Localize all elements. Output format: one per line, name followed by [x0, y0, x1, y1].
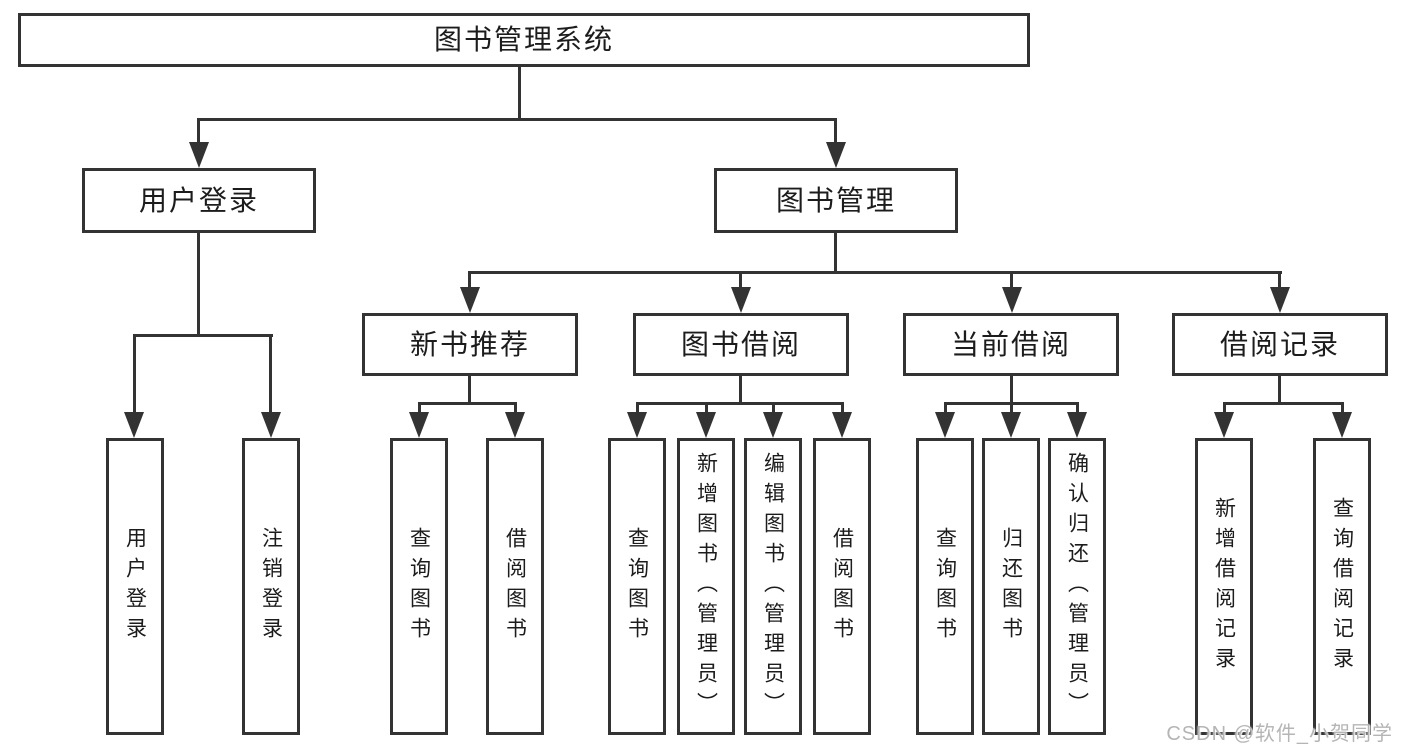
arrowhead-leaf-logout-icon	[261, 412, 281, 438]
leaf-edit-book-admin-label: 编辑图书（管理员）	[761, 451, 785, 722]
connector-drop-leaf-logout	[269, 334, 272, 414]
connector-new-book-hbar	[418, 402, 517, 405]
leaf-add-book-admin-label: 新增图书（管理员）	[694, 451, 718, 722]
connector-borrow-records-stub	[1278, 376, 1281, 404]
leaf-user-login: 用户登录	[106, 438, 164, 735]
leaf-return-book: 归还图书	[982, 438, 1040, 735]
leaf-query-books-3-label: 查询图书	[933, 526, 957, 647]
connector-drop-query-books-1	[418, 402, 421, 414]
connector-drop-edit-book	[772, 402, 775, 414]
connector-drop-current-borrow	[1010, 271, 1013, 289]
arrowhead-leaf-user-login-icon	[124, 412, 144, 438]
arrowhead-new-book-icon	[460, 287, 480, 313]
arrowhead-add-record-icon	[1214, 412, 1234, 438]
leaf-confirm-return-admin: 确认归还（管理员）	[1048, 438, 1106, 735]
leaf-query-borrow-record: 查询借阅记录	[1313, 438, 1371, 735]
leaf-borrow-books-1: 借阅图书	[486, 438, 544, 735]
csdn-watermark: CSDN @软件_小贺同学	[1166, 723, 1393, 745]
connector-drop-query-books-2	[636, 402, 639, 414]
node-book-borrow-label: 图书借阅	[680, 328, 801, 360]
node-library-system: 图书管理系统	[18, 13, 1030, 67]
leaf-query-books-1-label: 查询图书	[407, 526, 431, 647]
leaf-query-books-2-label: 查询图书	[625, 526, 649, 647]
arrowhead-book-management-icon	[826, 142, 846, 168]
arrowhead-borrow-records-icon	[1270, 287, 1290, 313]
connector-borrow-records-hbar	[1223, 402, 1344, 405]
connector-drop-confirm-return	[1076, 402, 1079, 414]
leaf-borrow-books-2: 借阅图书	[813, 438, 871, 735]
leaf-add-book-admin: 新增图书（管理员）	[677, 438, 735, 735]
arrowhead-current-borrow-icon	[1002, 287, 1022, 313]
arrowhead-book-borrow-icon	[731, 287, 751, 313]
leaf-logout: 注销登录	[242, 438, 300, 735]
leaf-confirm-return-admin-label: 确认归还（管理员）	[1065, 451, 1089, 722]
arrowhead-borrow-books-2-icon	[832, 412, 852, 438]
connector-drop-leaf-user-login	[133, 334, 136, 414]
node-library-system-label: 图书管理系统	[433, 24, 614, 55]
node-book-management-label: 图书管理	[775, 184, 896, 216]
node-book-borrow: 图书借阅	[633, 313, 849, 376]
arrowhead-query-books-1-icon	[409, 412, 429, 438]
connector-drop-borrow-books-2	[841, 402, 844, 414]
arrowhead-return-book-icon	[1001, 412, 1021, 438]
connector-drop-add-record	[1223, 402, 1226, 414]
connector-user-login-hbar	[133, 334, 273, 337]
arrowhead-add-book-icon	[696, 412, 716, 438]
node-new-book-recommend: 新书推荐	[362, 313, 578, 376]
connector-book-management-stub	[834, 233, 837, 273]
connector-drop-borrow-records	[1278, 271, 1281, 289]
connector-root-stub	[518, 67, 521, 120]
arrowhead-confirm-return-icon	[1067, 412, 1087, 438]
connector-drop-query-books-3	[944, 402, 947, 414]
leaf-add-borrow-record-label: 新增借阅记录	[1212, 496, 1236, 677]
arrowhead-query-books-3-icon	[935, 412, 955, 438]
leaf-return-book-label: 归还图书	[999, 526, 1023, 647]
connector-current-borrow-stub	[1010, 376, 1013, 404]
leaf-borrow-books-2-label: 借阅图书	[830, 526, 854, 647]
connector-drop-new-book	[468, 271, 471, 289]
connector-drop-query-record	[1341, 402, 1344, 414]
connector-drop-add-book	[705, 402, 708, 414]
leaf-query-books-1: 查询图书	[390, 438, 448, 735]
node-user-login-label: 用户登录	[138, 184, 259, 216]
connector-drop-book-borrow	[739, 271, 742, 289]
leaf-add-borrow-record: 新增借阅记录	[1195, 438, 1253, 735]
leaf-user-login-label: 用户登录	[123, 526, 147, 647]
connector-level2-hbar	[197, 118, 837, 121]
connector-user-login-stub	[197, 233, 200, 336]
arrowhead-borrow-books-1-icon	[505, 412, 525, 438]
node-current-borrow: 当前借阅	[903, 313, 1119, 376]
leaf-query-borrow-record-label: 查询借阅记录	[1330, 496, 1354, 677]
leaf-edit-book-admin: 编辑图书（管理员）	[744, 438, 802, 735]
leaf-logout-label: 注销登录	[259, 526, 283, 647]
leaf-borrow-books-1-label: 借阅图书	[503, 526, 527, 647]
arrowhead-edit-book-icon	[763, 412, 783, 438]
node-borrow-records: 借阅记录	[1172, 313, 1388, 376]
node-user-login: 用户登录	[82, 168, 316, 233]
connector-drop-book-management	[834, 118, 837, 144]
connector-new-book-stub	[468, 376, 471, 404]
node-borrow-records-label: 借阅记录	[1219, 328, 1340, 360]
arrowhead-user-login-icon	[189, 142, 209, 168]
connector-level3-hbar	[468, 271, 1282, 274]
leaf-query-books-3: 查询图书	[916, 438, 974, 735]
arrowhead-query-record-icon	[1332, 412, 1352, 438]
leaf-query-books-2: 查询图书	[608, 438, 666, 735]
connector-drop-return-book	[1010, 402, 1013, 414]
node-new-book-recommend-label: 新书推荐	[409, 328, 530, 360]
connector-drop-borrow-books-1	[514, 402, 517, 414]
arrowhead-query-books-2-icon	[627, 412, 647, 438]
node-current-borrow-label: 当前借阅	[950, 328, 1071, 360]
connector-book-borrow-stub	[739, 376, 742, 404]
connector-book-borrow-hbar	[636, 402, 844, 405]
node-book-management: 图书管理	[714, 168, 958, 233]
connector-drop-user-login	[197, 118, 200, 144]
